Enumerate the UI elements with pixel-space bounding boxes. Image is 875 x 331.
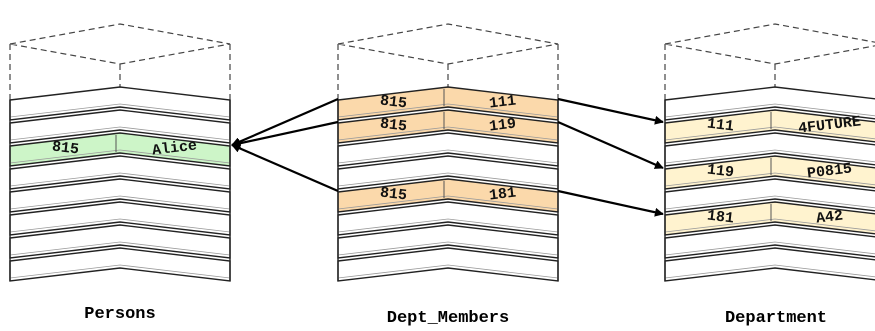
table-row: 119 P0815 [706, 158, 853, 183]
slab-shadow-line [664, 218, 875, 233]
title-dept-members: Dept_Members [387, 309, 509, 328]
slab-shadow-line [664, 241, 875, 256]
slab-shadow-line [664, 126, 875, 141]
slab-shadow-line [337, 241, 559, 256]
relationship-arrow [557, 120, 664, 170]
relationship-arrow [557, 189, 664, 217]
slab-shadow-line [9, 218, 231, 233]
slab-shadow-line [9, 241, 231, 256]
slab-shadow-line [9, 103, 231, 118]
row-cell-right: 119 [488, 116, 517, 136]
row-cell-right: 111 [488, 93, 517, 113]
slab-shadow-line [664, 103, 875, 118]
slab-shadow-line [664, 149, 875, 164]
slab-shadow-line [337, 218, 559, 233]
relationship-arrow [231, 143, 339, 193]
stack-top-cap [337, 23, 559, 65]
slab-shadow-line [664, 172, 875, 187]
stack-top-cap [9, 23, 231, 65]
slab-shadow-line [9, 172, 231, 187]
table-row: 815 Alice [51, 135, 198, 160]
slab-shadow-line [337, 149, 559, 164]
slab-shadow-line [9, 126, 231, 141]
row-cell-left: 815 [379, 116, 408, 136]
slab-shadow-line [337, 264, 559, 279]
slab-shadow-line [664, 264, 875, 279]
stack-top-cap [664, 23, 875, 65]
slab-shadow-line [337, 172, 559, 187]
row-cell-right: A42 [815, 208, 844, 228]
row-cell-left: 815 [51, 139, 80, 159]
relationship-arrow [231, 120, 339, 148]
slab-shadow-line [9, 149, 231, 164]
table-stack-dept-members: 815 111 815 119 815 181 [337, 23, 559, 282]
slab-shadow-line [9, 264, 231, 279]
title-persons: Persons [84, 305, 155, 324]
slab-shadow-line [337, 195, 559, 210]
slab-shadow-line [9, 195, 231, 210]
table-row: 815 111 [379, 89, 517, 113]
relationship-arrow [557, 97, 664, 125]
row-cell-right: Alice [151, 137, 198, 159]
slab-shadow-line [337, 103, 559, 118]
slab-shadow-line [337, 126, 559, 141]
slab-shadow-line [664, 195, 875, 210]
row-cell-right: P0815 [806, 160, 853, 182]
row-cell-left: 815 [379, 93, 408, 113]
row-cell-left: 815 [379, 185, 408, 205]
relationship-arrows [231, 97, 664, 217]
table-row: 815 119 [379, 112, 517, 136]
table-stack-persons: 815 Alice [9, 23, 231, 282]
row-cell-right: 181 [488, 185, 517, 205]
table-row: 815 181 [379, 181, 517, 205]
row-cell-left: 181 [706, 208, 735, 228]
row-cell-left: 111 [706, 116, 735, 136]
relationship-arrow [231, 97, 339, 147]
row-cell-left: 119 [706, 162, 735, 182]
table-titles: Persons Dept_Members Department [84, 305, 827, 328]
title-department: Department [725, 309, 827, 328]
table-row: 181 A42 [706, 204, 844, 228]
